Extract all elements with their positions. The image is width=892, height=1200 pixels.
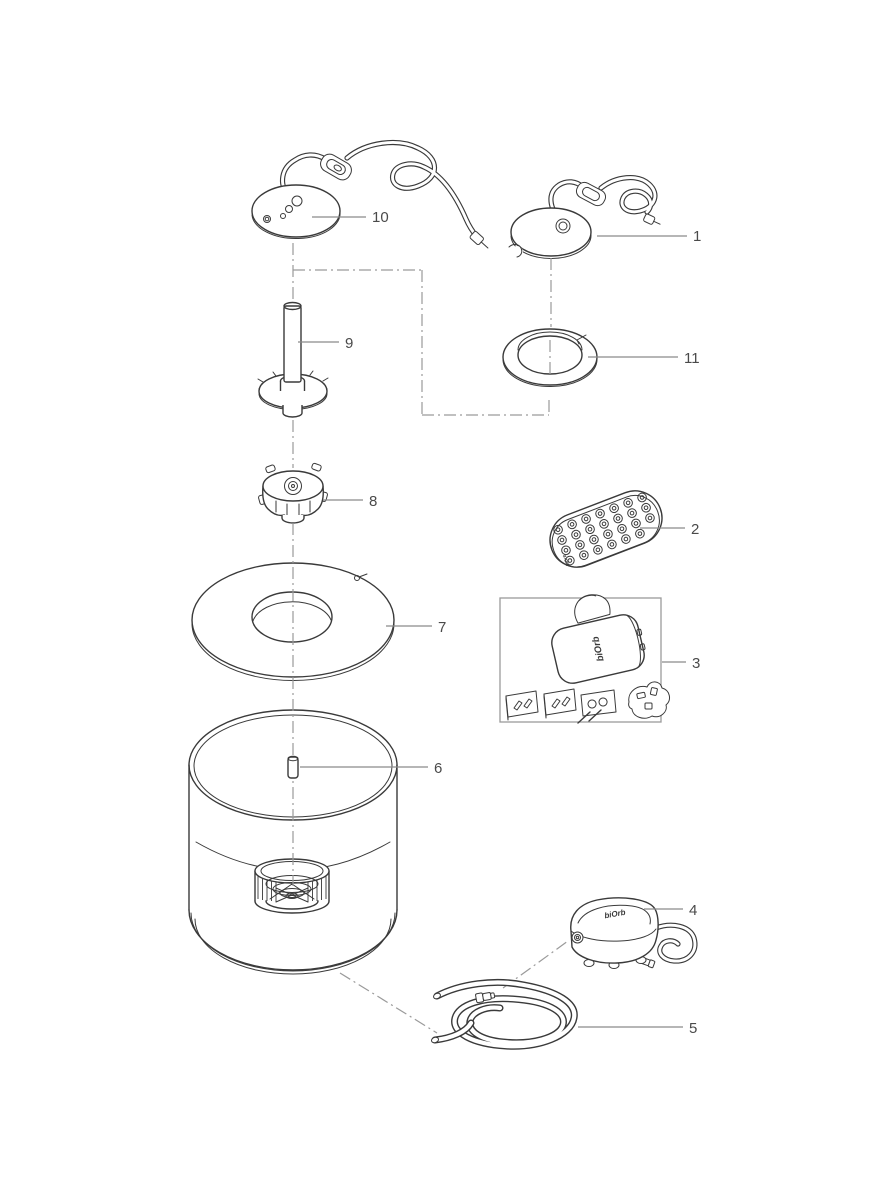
part-label-3: 3 (692, 655, 700, 672)
tank-base-rim (188, 909, 398, 971)
hose-end (430, 1036, 440, 1044)
cover-notch (508, 244, 523, 258)
lid-hole (263, 215, 271, 223)
cap-top (262, 470, 324, 502)
accessory-box (499, 597, 662, 723)
part-label-7: 7 (438, 619, 446, 636)
pump-air-outlet (571, 931, 584, 944)
part-2-remote-control: biOrb (549, 490, 663, 568)
inline-switch (575, 181, 607, 207)
part-4-air-pump: biOrb (570, 897, 698, 969)
centerlines (292, 243, 569, 1034)
plug-connector (643, 213, 661, 225)
bottom-stub (282, 405, 303, 418)
tube (283, 305, 302, 383)
ring-notch (576, 334, 587, 345)
inline-switch (320, 153, 352, 181)
part-label-1: 1 (693, 228, 701, 245)
plug-adapter-plate-2 (543, 688, 577, 719)
part-label-6: 6 (434, 760, 442, 777)
pump-brand-text: biOrb (604, 908, 627, 921)
part-6-tube-adapter (287, 755, 299, 779)
power-adapter-body: biOrb (551, 614, 646, 684)
plug-adapter-uk (628, 681, 670, 719)
plug-adapter-eu (577, 689, 617, 724)
part-label-5: 5 (689, 1020, 697, 1037)
lamp-lid-disc (251, 184, 341, 238)
remote-body (549, 490, 663, 568)
plug-connector (469, 230, 489, 249)
part-label-11: 11 (684, 350, 700, 367)
part-1-lid-cover (508, 175, 661, 259)
part-label-9: 9 (345, 335, 353, 352)
callouts: 10 1 11 9 8 2 7 3 6 4 5 (298, 209, 701, 1037)
alignment-line-hose (339, 972, 438, 1034)
lid-notch (354, 575, 360, 581)
pump-body (570, 897, 659, 964)
alignment-line-pump (502, 940, 569, 989)
cable-grommet (555, 218, 571, 234)
part-9-bubble-tube (257, 301, 329, 418)
part-label-10: 10 (372, 209, 389, 226)
part-5-airline-hose (430, 978, 578, 1050)
part-label-2: 2 (691, 521, 699, 538)
hose-end (433, 992, 441, 1000)
part-label-8: 8 (369, 493, 377, 510)
part-label-4: 4 (689, 902, 697, 919)
plug-module (574, 594, 611, 624)
plug-adapter-plate-1 (505, 690, 539, 721)
filter-well (254, 858, 330, 914)
cap-stub (281, 515, 305, 524)
part-10-lamp-lid (251, 139, 489, 249)
cover-disc (510, 207, 592, 257)
part-8-locking-cap (258, 462, 328, 524)
lid-disc-hole (251, 591, 333, 643)
tube-boss (279, 381, 306, 391)
remote-brand-text: biOrb (562, 554, 571, 567)
part-3-power-supply-kit: biOrb (499, 594, 670, 724)
hose-valve (475, 992, 496, 1004)
part-11-ring (502, 328, 598, 387)
